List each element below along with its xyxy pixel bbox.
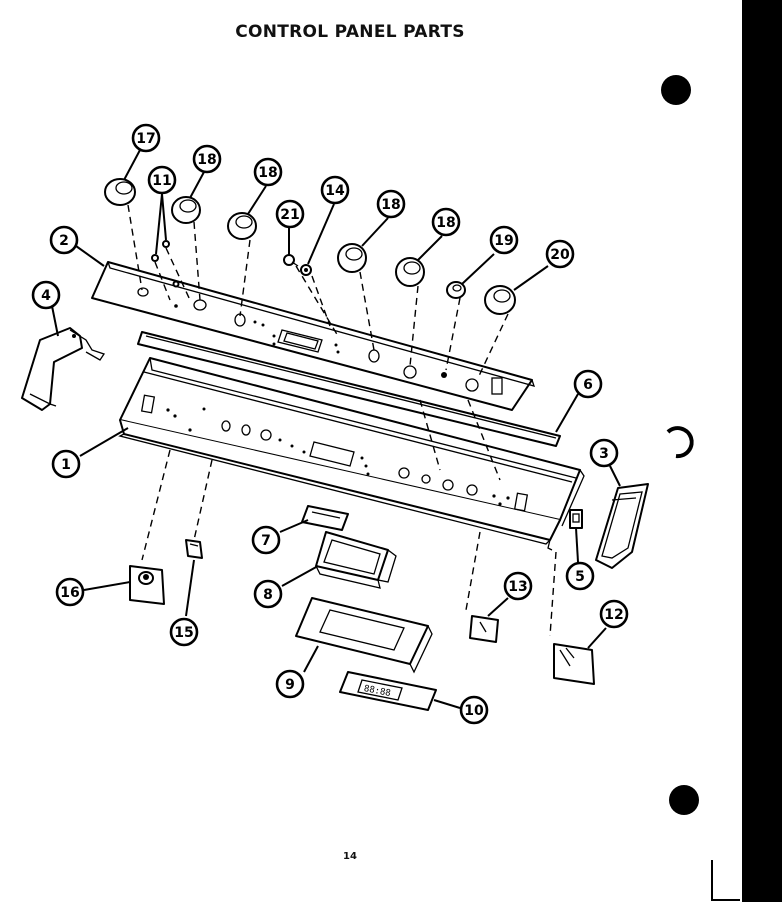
part-1-control-panel [118, 357, 585, 551]
svg-text:11: 11 [152, 173, 171, 189]
callout-8: 8 [253, 579, 283, 609]
callout-18-c: 18 [376, 189, 406, 219]
callout-18-d: 18 [431, 207, 461, 237]
callout-1: 1 [51, 449, 81, 479]
svg-text:5: 5 [575, 569, 585, 585]
callout-leaders [51, 149, 621, 709]
callout-16: 16 [55, 577, 85, 607]
svg-text:10: 10 [464, 703, 484, 719]
part-7-display-lens [301, 505, 349, 531]
svg-text:3: 3 [599, 446, 609, 462]
svg-text:1: 1 [61, 457, 71, 473]
svg-text:18: 18 [258, 165, 277, 181]
callout-15: 15 [169, 617, 199, 647]
part-18-knob-b [227, 212, 257, 240]
svg-text:14: 14 [325, 183, 345, 199]
callout-13: 13 [503, 571, 533, 601]
svg-text:21: 21 [280, 207, 299, 223]
part-12-selector-switch [553, 643, 595, 685]
part-20-knob [484, 285, 516, 315]
component-alignment-lines [141, 449, 557, 637]
svg-text:7: 7 [261, 533, 271, 549]
scan-corner-mark [711, 860, 740, 901]
part-18-knob-c [337, 243, 367, 273]
part-5-switch [569, 509, 583, 529]
part-16-timer [129, 565, 165, 605]
svg-text:18: 18 [197, 152, 216, 168]
svg-text:19: 19 [494, 233, 513, 249]
callout-18-b: 18 [253, 157, 283, 187]
callout-21: 21 [275, 199, 305, 229]
page-number: 14 [343, 851, 357, 862]
svg-text:9: 9 [285, 677, 295, 693]
svg-text:4: 4 [41, 288, 51, 304]
scan-hole-bottom [669, 785, 699, 815]
svg-text:18: 18 [381, 197, 400, 213]
svg-text:12: 12 [604, 607, 623, 623]
callout-10: 10 [459, 695, 489, 725]
svg-text:20: 20 [550, 247, 570, 263]
part-2-trim-panel [91, 261, 536, 411]
svg-text:17: 17 [136, 131, 155, 147]
scan-hole-top [661, 75, 691, 105]
callout-19: 19 [489, 225, 519, 255]
part-13-switch-block [469, 615, 499, 643]
part-14-lens [300, 264, 312, 276]
scan-hole-middle [666, 426, 694, 459]
svg-text:2: 2 [59, 233, 69, 249]
part-15-small-switch [185, 539, 203, 559]
part-9-mounting-plate [295, 597, 433, 674]
svg-text:13: 13 [508, 579, 527, 595]
svg-text:15: 15 [174, 625, 193, 641]
callout-18-a: 18 [192, 144, 222, 174]
knob-alignment-lines [127, 204, 509, 481]
part-4-left-bracket [21, 327, 106, 411]
part-18-knob-a [171, 196, 201, 224]
callout-5: 5 [565, 561, 595, 591]
part-17-knob [104, 178, 136, 206]
part-19-small-knob [446, 281, 466, 299]
callout-3: 3 [589, 438, 619, 468]
callout-11: 11 [147, 165, 177, 195]
callout-7: 7 [251, 525, 281, 555]
part-21-lamp [283, 254, 299, 267]
part-10-digital-display: 88:88 [339, 671, 437, 711]
callout-20: 20 [545, 239, 575, 269]
callout-6: 6 [573, 369, 603, 399]
callout-4: 4 [31, 280, 61, 310]
callout-12: 12 [599, 599, 629, 629]
part-8-display-bracket [315, 531, 397, 589]
svg-text:6: 6 [583, 377, 593, 393]
svg-text:16: 16 [60, 585, 79, 601]
scan-border-bar [742, 0, 782, 902]
page-title: CONTROL PANEL PARTS [235, 22, 465, 42]
svg-text:8: 8 [263, 587, 273, 603]
svg-text:18: 18 [436, 215, 455, 231]
callout-2: 2 [49, 225, 79, 255]
callout-14: 14 [320, 175, 350, 205]
part-18-knob-d [395, 257, 425, 287]
callout-17: 17 [131, 123, 161, 153]
part-3-right-bracket [595, 483, 649, 569]
part-11-screws [151, 240, 180, 288]
callout-9: 9 [275, 669, 305, 699]
